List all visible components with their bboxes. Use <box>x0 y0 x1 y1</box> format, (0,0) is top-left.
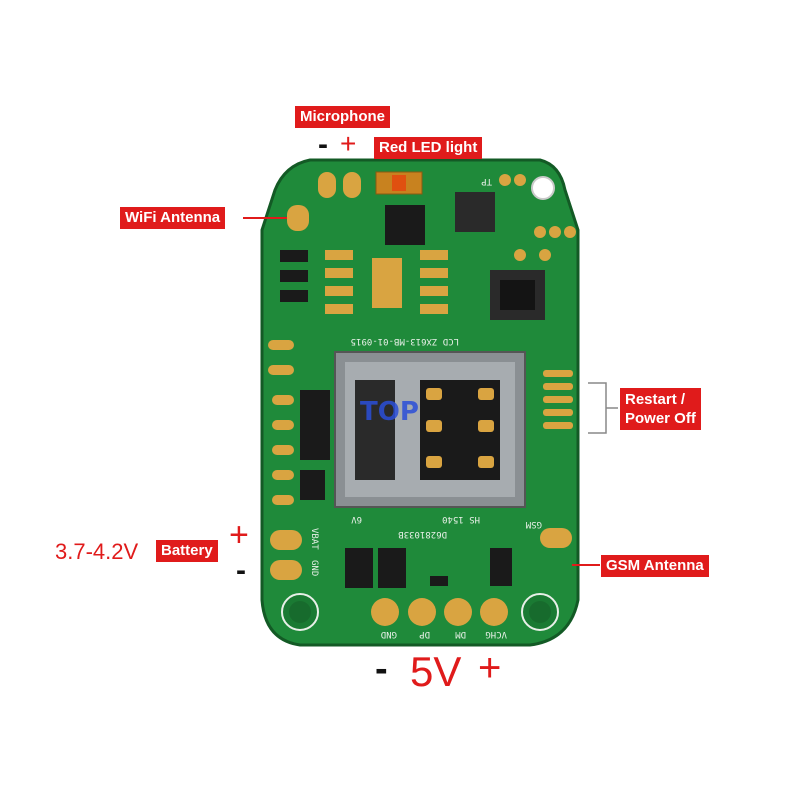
supply-voltage: 5V <box>410 648 462 695</box>
label-restart-line2: Power Off <box>625 410 696 427</box>
label-restart-power-off: Restart / Power Off <box>620 388 701 430</box>
gsm-pad <box>540 528 572 548</box>
silk-pad-dm: DM <box>455 629 466 639</box>
silk-chip-code: D6281033B <box>398 529 447 539</box>
silk-board-id: LCD ZX613-MB-01-0915 <box>351 336 459 346</box>
battery-minus-sign: - <box>236 554 246 587</box>
usb-minus-sign: - <box>375 648 388 690</box>
battery-voltage: 3.7-4.2V <box>55 539 139 564</box>
battery-plus-sign: + <box>229 516 249 554</box>
silk-pad-dp: DP <box>419 629 430 639</box>
mount-hole-top-right <box>531 176 555 200</box>
battery-pad-plus <box>270 530 302 550</box>
usb-power-pads <box>371 598 508 626</box>
label-wifi-antenna: WiFi Antenna <box>120 207 226 229</box>
silk-gsm: GSM <box>525 519 542 529</box>
restart-bracket <box>588 382 607 434</box>
mic-minus-sign: - <box>318 128 328 161</box>
silk-tp: TP <box>481 176 492 186</box>
wifi-pad <box>287 205 309 231</box>
label-gsm-antenna: GSM Antenna <box>601 555 709 577</box>
mic-plus-sign: + <box>340 128 357 159</box>
silk-vbat: VBAT <box>309 528 319 550</box>
label-restart-line1: Restart / <box>625 391 686 408</box>
label-microphone: Microphone <box>295 106 390 128</box>
mic-pad-minus <box>318 172 336 198</box>
usb-plus-sign: + <box>478 646 502 690</box>
label-battery: Battery <box>156 540 218 562</box>
silk-gnd: GND <box>309 560 319 576</box>
silk-pad-vchg: VCHG <box>485 629 507 639</box>
silk-pad-gnd: GND <box>381 629 397 639</box>
watermark-logo: TOP <box>360 397 419 427</box>
restart-pads <box>543 370 573 429</box>
silk-hs: HS 1540 <box>442 514 480 524</box>
silk-6v: 6V <box>351 514 362 524</box>
battery-pad-minus <box>270 560 302 580</box>
label-red-led: Red LED light <box>374 137 483 159</box>
mic-pad-plus <box>343 172 361 198</box>
